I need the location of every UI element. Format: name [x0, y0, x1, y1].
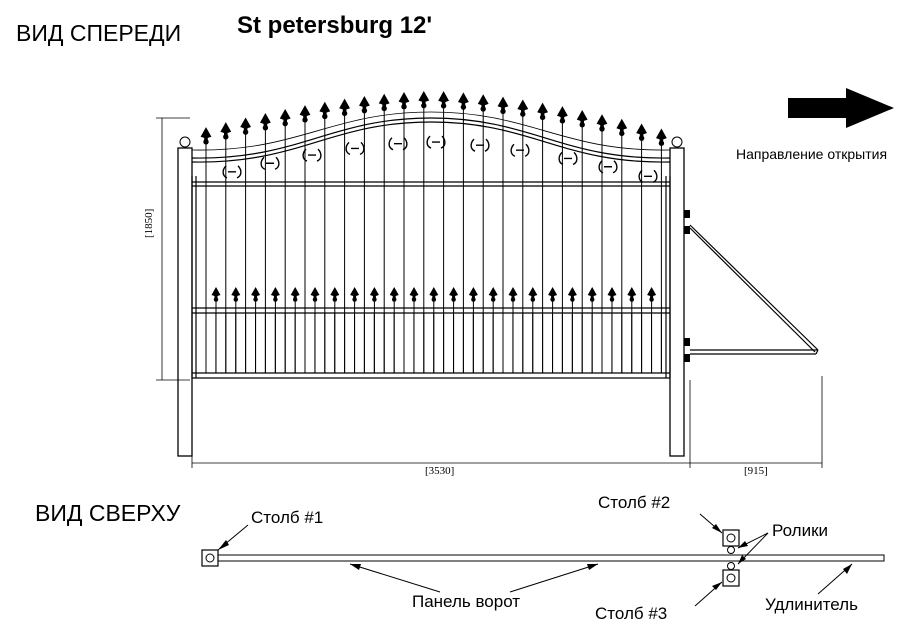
direction-label: Направление открытия: [736, 146, 888, 162]
gate-scrolls: [222, 135, 658, 183]
rollers-label: Ролики: [772, 521, 829, 540]
post-1-label: Столб #1: [251, 508, 324, 527]
width-dimension: [3530]: [425, 465, 455, 477]
post-3-label: Столб #3: [595, 604, 668, 623]
top-view-label: ВИД СВЕРХУ: [35, 500, 181, 526]
post-right: [669, 147, 685, 457]
gate-spikes: [200, 90, 667, 302]
roller-bottom: [727, 562, 735, 570]
leader-arrows: [217, 513, 853, 607]
post-2-label: Столб #2: [598, 493, 671, 512]
page-title: St petersburg 12': [237, 12, 433, 39]
post-3-square: [722, 569, 740, 587]
post-left: [177, 147, 193, 457]
extension-label: Удлинитель: [765, 595, 858, 614]
extension-arm: [689, 224, 819, 355]
extension-dimension: [915]: [744, 465, 768, 477]
post-1-square: [201, 549, 219, 567]
gate-panel: [191, 111, 671, 379]
top-view: [201, 529, 885, 587]
height-dimension: [1850]: [143, 208, 155, 238]
direction-arrow: [788, 88, 894, 128]
post-left-cap: [179, 136, 191, 148]
gate-panel-bar: [217, 554, 885, 562]
dimension-lines: [156, 117, 823, 468]
post-2-square: [722, 529, 740, 547]
roller-top: [727, 546, 735, 554]
post-right-cap: [671, 136, 683, 148]
front-view-label: ВИД СПЕРЕДИ: [16, 20, 182, 46]
gate-panel-label: Панель ворот: [412, 592, 521, 611]
hinges: [684, 210, 690, 362]
gate-bars: [205, 104, 662, 373]
